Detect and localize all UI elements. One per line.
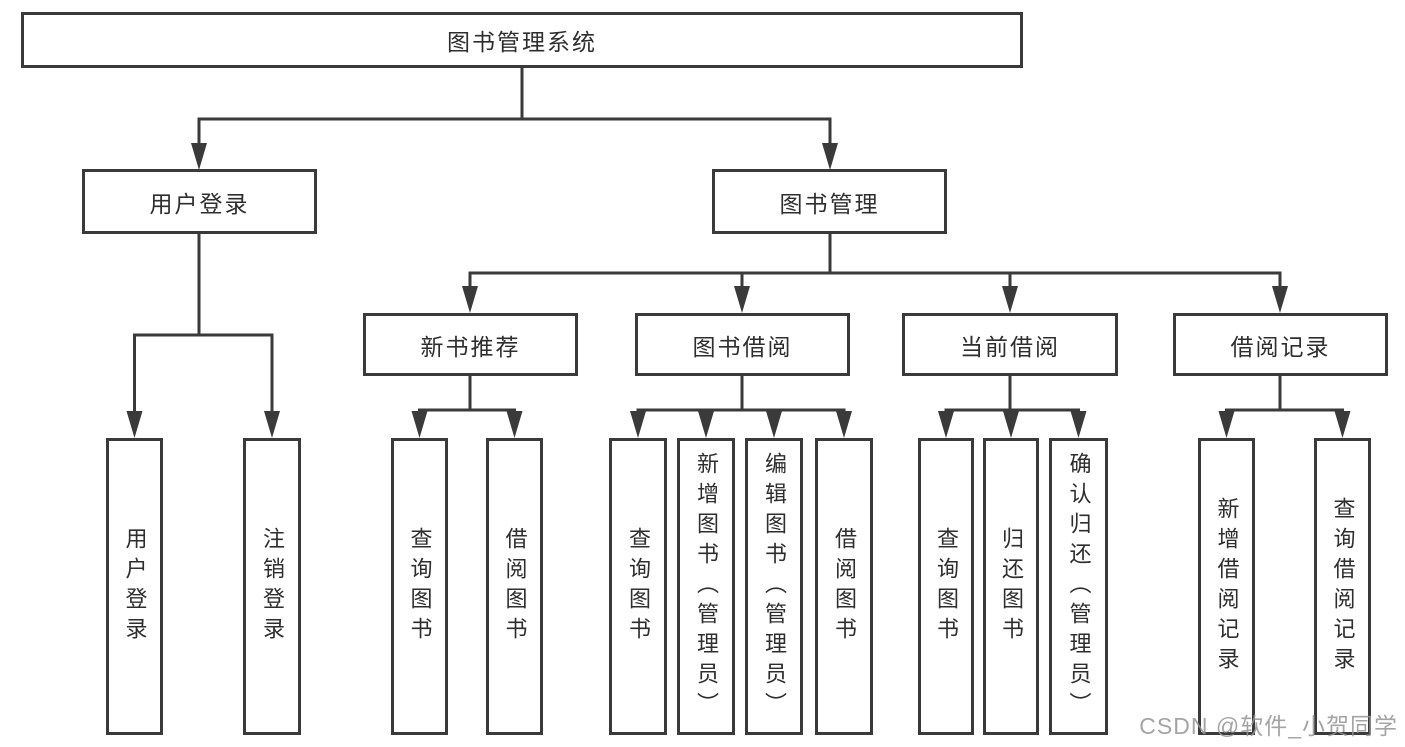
leaf-label: 借阅图书 <box>832 526 857 647</box>
node-label: 新书推荐 <box>420 333 521 360</box>
leaf-records-add-record: 新增借阅记录 <box>1198 438 1255 735</box>
leaf-label: 注销登录 <box>260 526 285 647</box>
node-book-management: 图书管理 <box>712 169 947 234</box>
leaf-current-query-books: 查询图书 <box>918 438 974 735</box>
leaf-label: 查询图书 <box>626 526 651 647</box>
leaf-label: 确认归还（管理员） <box>1066 451 1092 722</box>
leaf-label: 编辑图书（管理员） <box>762 451 787 722</box>
leaf-label: 归还图书 <box>999 526 1024 647</box>
leaf-current-return-books: 归还图书 <box>983 438 1039 735</box>
csdn-watermark: CSDN @软件_小贺同学 <box>1139 713 1398 739</box>
node-book-borrowing: 图书借阅 <box>635 313 850 376</box>
node-label: 借阅记录 <box>1230 333 1331 360</box>
leaf-label: 查询图书 <box>934 526 959 647</box>
leaf-current-confirm-return-admin: 确认归还（管理员） <box>1049 438 1108 735</box>
arrowheads <box>126 143 1351 438</box>
leaf-label: 查询借阅记录 <box>1330 496 1356 677</box>
leaf-user-login: 用户登录 <box>106 438 163 735</box>
leaf-label: 新增图书（管理员） <box>694 451 719 722</box>
node-new-book-recommend: 新书推荐 <box>363 313 578 376</box>
leaf-newbook-borrow-books: 借阅图书 <box>486 438 543 735</box>
leaf-label: 借阅图书 <box>502 526 528 647</box>
leaf-label: 新增借阅记录 <box>1214 496 1240 677</box>
node-user-login: 用户登录 <box>82 169 317 234</box>
leaf-newbook-query-books: 查询图书 <box>391 438 448 735</box>
leaf-logout: 注销登录 <box>243 438 301 735</box>
leaf-borrow-borrow-books: 借阅图书 <box>815 438 873 735</box>
leaf-borrow-query-books: 查询图书 <box>609 438 667 735</box>
node-label: 图书管理系统 <box>447 29 597 55</box>
leaf-label: 用户登录 <box>122 526 148 647</box>
node-label: 图书管理 <box>779 190 880 217</box>
leaf-borrow-add-books-admin: 新增图书（管理员） <box>677 438 735 735</box>
leaf-label: 查询图书 <box>407 526 433 647</box>
leaf-borrow-edit-books-admin: 编辑图书（管理员） <box>745 438 803 735</box>
node-current-borrowing: 当前借阅 <box>902 313 1118 376</box>
leaf-records-query-record: 查询借阅记录 <box>1314 438 1371 735</box>
node-label: 用户登录 <box>149 190 250 217</box>
node-borrow-records: 借阅记录 <box>1173 313 1388 376</box>
node-label: 图书借阅 <box>692 333 793 360</box>
node-label: 当前借阅 <box>960 333 1060 360</box>
node-library-management-system: 图书管理系统 <box>21 12 1023 68</box>
